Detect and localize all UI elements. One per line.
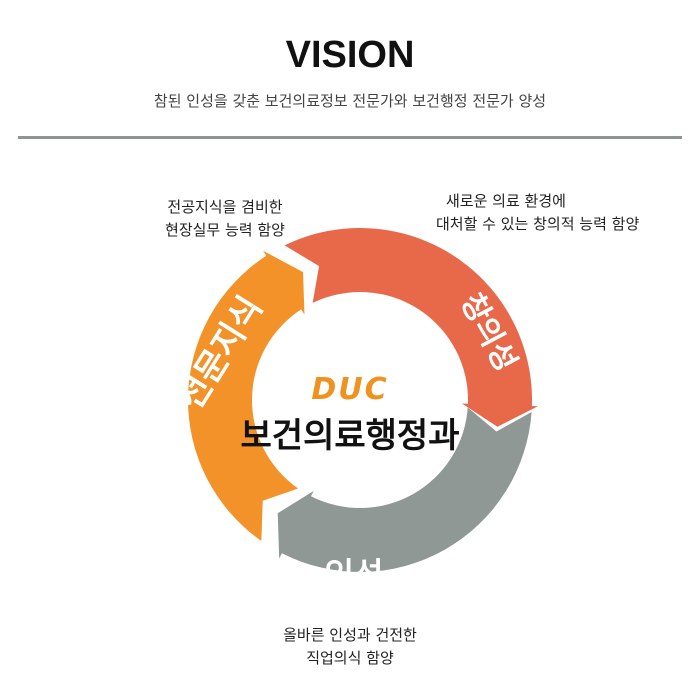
segment-expertise-arrow [187,250,305,541]
vision-subtitle: 참된 인성을 갖춘 보건의료정보 전문가와 보건행정 전문가 양성 [153,92,547,110]
description-creativity-line1: 새로운 의료 환경에 [446,192,566,210]
description-character: 올바른 인성과 건전한 직업의식 함양 [200,624,500,670]
segment-creativity-arrow [284,228,538,427]
description-expertise-line1: 전공지식을 겸비한 [167,198,283,216]
department-name: 보건의료행정과 [240,416,460,456]
description-creativity: 새로운 의료 환경에 대처할 수 있는 창의적 능력 함양 [436,190,676,236]
description-expertise-line2: 현장실무 능력 함양 [165,221,285,239]
description-character-line1: 올바른 인성과 건전한 [283,626,417,644]
vision-title: VISION [285,34,415,76]
segment-character-label: 인성 [325,555,384,593]
segment-character-arrow [277,407,532,572]
duc-logo: DUC [311,372,389,407]
description-expertise: 전공지식을 겸비한 현장실무 능력 함양 [110,196,340,242]
description-creativity-line2: 대처할 수 있는 창의적 능력 함양 [436,215,640,233]
description-character-line2: 직업의식 함양 [306,649,394,667]
divider-line [18,136,682,139]
